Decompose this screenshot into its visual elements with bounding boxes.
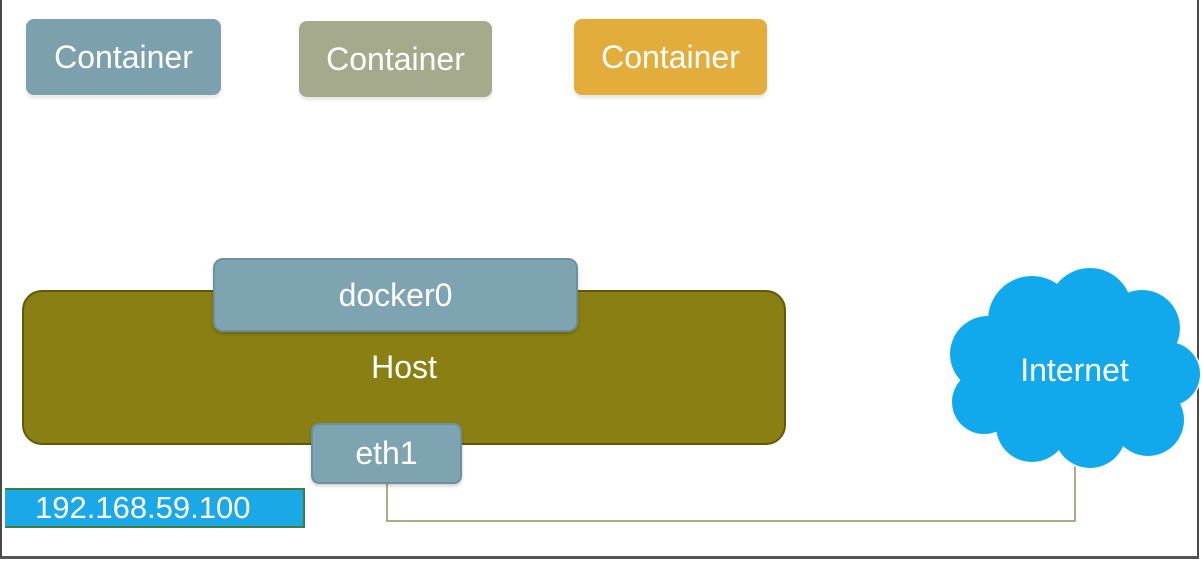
eth1-to-internet-line xyxy=(386,466,1076,522)
container-box-1: Container xyxy=(21,19,226,101)
eth1-interface: eth1 xyxy=(311,423,462,484)
internet-label: Internet xyxy=(1020,352,1129,388)
cloud-fill xyxy=(950,268,1200,468)
ip-address-badge: 192.168.59.100 xyxy=(5,488,305,528)
docker0-bridge: docker0 xyxy=(213,258,578,332)
cloud-icon xyxy=(948,266,1202,470)
host-label: Host xyxy=(371,349,437,385)
